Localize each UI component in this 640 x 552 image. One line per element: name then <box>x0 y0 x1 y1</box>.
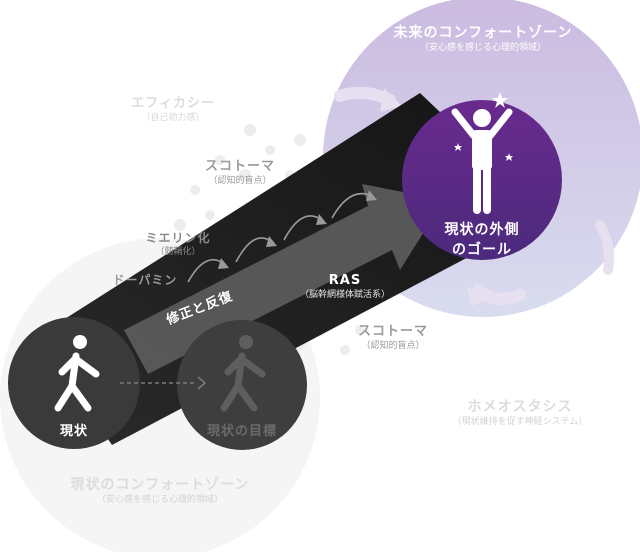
myelin-subtitle: （髄鞘化） <box>155 247 201 258</box>
current-node-text: 現状 <box>59 424 88 439</box>
future-zone-title-text: 未来のコンフォートゾーン <box>393 25 573 41</box>
myelin-title: ミエリン化 <box>145 231 211 245</box>
scotoma-bottom-label: スコトーマ （認知的盲点） <box>338 324 448 352</box>
current-goal-node-label: 現状の目標 <box>192 424 292 439</box>
homeostasis-subtitle: （現状維持を促す神経システム） <box>452 417 588 428</box>
dopamine-title: ドーパミン <box>112 273 178 287</box>
scotoma-bottom-subtitle: （認知的盲点） <box>361 341 425 352</box>
future-zone-cycle-arrow-bottom <box>472 284 526 305</box>
myelin-label: ミエリン化 （髄鞘化） <box>128 231 228 258</box>
goal-circle <box>402 100 562 260</box>
homeostasis-label: ホメオスタシス （現状維持を促す神経システム） <box>420 399 620 428</box>
current-goal-node <box>177 320 307 450</box>
current-node-label: 現状 <box>34 424 114 439</box>
scotoma-top-title: スコトーマ <box>204 159 275 174</box>
current-goal-node-text: 現状の目標 <box>206 424 277 439</box>
future-zone-subtitle: （安心感を感じる心理的領域） <box>419 43 546 54</box>
current-zone-subtitle: （安心感を感じる心理的領域） <box>96 495 223 506</box>
modify-repeat-arrow <box>124 184 444 374</box>
celebrating-person-icon <box>451 108 513 214</box>
goal-line2: のゴール <box>452 242 512 259</box>
dashed-connector-arrowhead <box>197 376 207 390</box>
ras-subtitle: （脳幹網様体賦活系） <box>299 290 390 301</box>
efficacy-title: エフィカシー <box>131 96 215 111</box>
goal-line1: 現状の外側 <box>444 222 520 238</box>
future-zone-title: 未来のコンフォートゾーン （安心感を感じる心理的領域） <box>378 25 588 54</box>
efficacy-subtitle: （自己効力感） <box>141 113 205 124</box>
iteration-arc-heads <box>218 190 377 269</box>
current-zone-title: 現状のコンフォートゾーン （安心感を感じる心理的領域） <box>50 477 270 506</box>
scotoma-top-label: スコトーマ （認知的盲点） <box>185 159 295 187</box>
sparkle-star-icons <box>454 92 513 161</box>
goal-label: 現状の外側 のゴール <box>422 220 542 261</box>
current-zone-title-text: 現状のコンフォートゾーン <box>70 477 250 493</box>
future-zone-cycle-arrowhead-bottom <box>466 286 486 306</box>
ras-label: RAS （脳幹網様体賦活系） <box>290 273 400 301</box>
walking-person-gray-icon <box>220 335 266 412</box>
ras-title: RAS <box>328 273 362 288</box>
scotoma-bottom-title: スコトーマ <box>357 324 428 339</box>
future-zone-cycle-arrow-right <box>595 220 614 275</box>
homeostasis-title: ホメオスタシス <box>467 399 573 415</box>
future-zone-cycle-arrowhead <box>380 88 402 112</box>
dopamine-label: ドーパミン <box>100 273 190 287</box>
efficacy-label: エフィカシー （自己効力感） <box>108 96 238 124</box>
walking-person-icon <box>54 335 100 412</box>
scotoma-top-subtitle: （認知的盲点） <box>208 176 272 187</box>
